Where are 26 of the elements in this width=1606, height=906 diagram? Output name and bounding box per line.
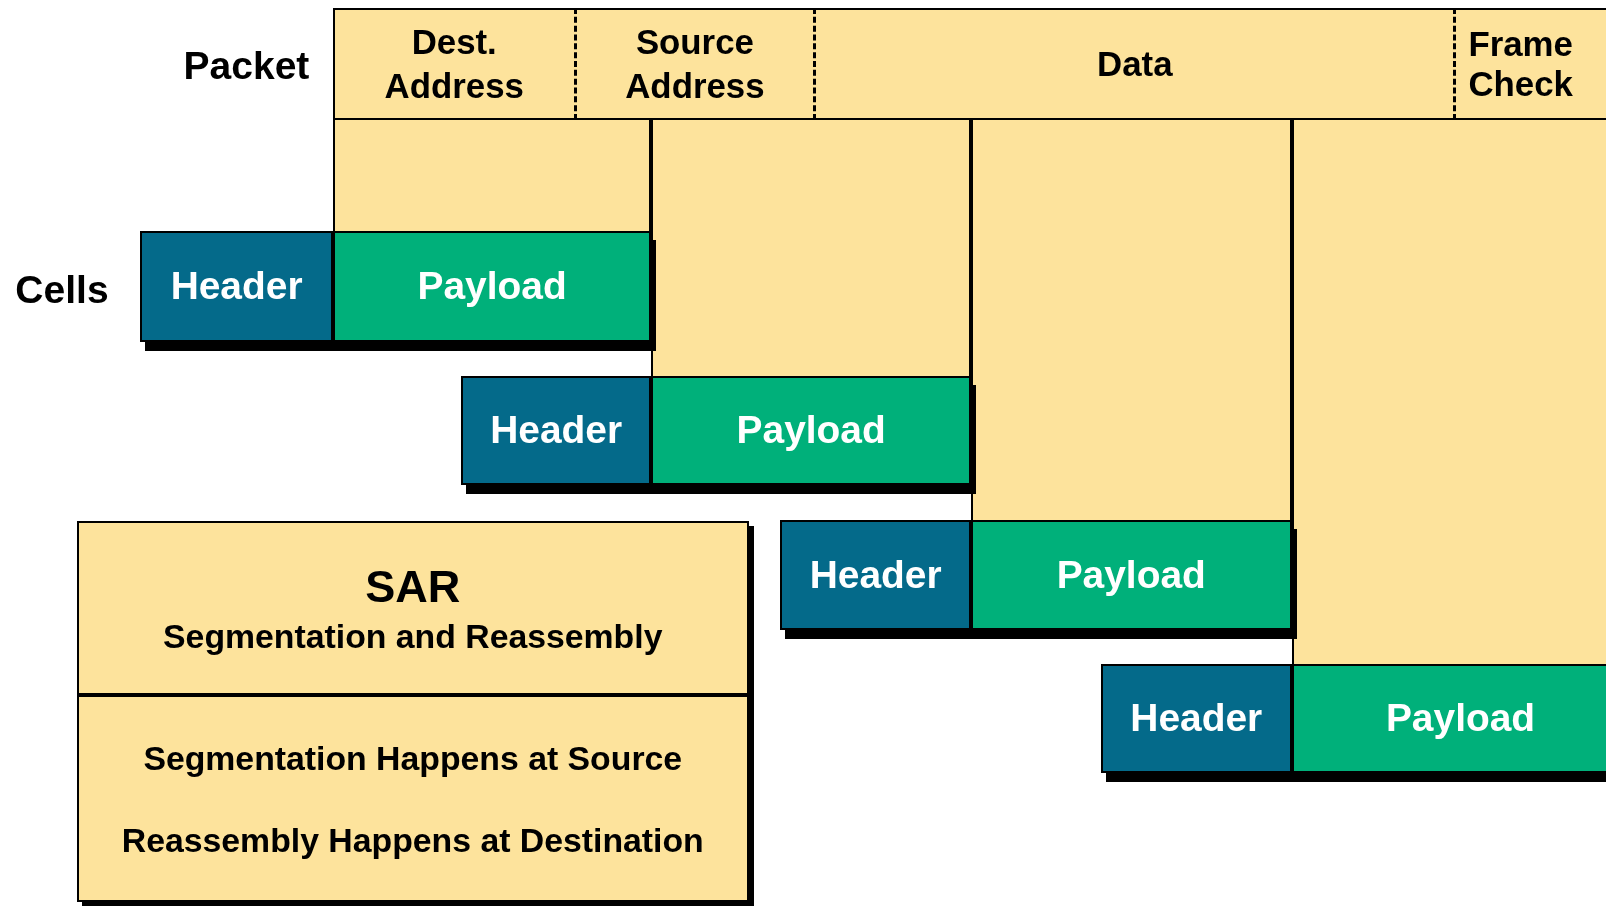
cell-label: Header — [808, 551, 943, 598]
cell-label: Payload — [1384, 695, 1537, 742]
cell-label: Header — [169, 263, 304, 310]
cell-label: Payload — [1055, 551, 1207, 598]
row-label: Cells — [15, 266, 109, 313]
packet-field — [332, 8, 574, 120]
cell-label: Payload — [416, 263, 568, 310]
field-label: Data — [1096, 43, 1174, 86]
segment-band — [1291, 119, 1606, 664]
sar-subtitle: Segmentation and Reassembly — [163, 616, 663, 658]
segment-band — [332, 119, 652, 232]
segment-band — [970, 119, 1292, 521]
field-label: Frame Check — [1467, 23, 1574, 105]
field-label: Source Address — [624, 21, 766, 107]
row-label: Packet — [183, 42, 310, 89]
cell-label: Payload — [735, 407, 887, 454]
cell-label: Header — [1129, 695, 1264, 742]
segment-band — [651, 119, 971, 376]
sar-text: Segmentation Happens at Source — [142, 737, 684, 779]
packet-field — [573, 8, 814, 120]
cell-label: Header — [489, 407, 624, 454]
sar-text: Reassembly Happens at Destination — [120, 819, 705, 861]
packet-field — [1453, 8, 1606, 120]
packet-field — [813, 8, 1454, 120]
sar-heading: SAR — [365, 560, 461, 615]
field-label: Dest. Address — [383, 21, 525, 107]
